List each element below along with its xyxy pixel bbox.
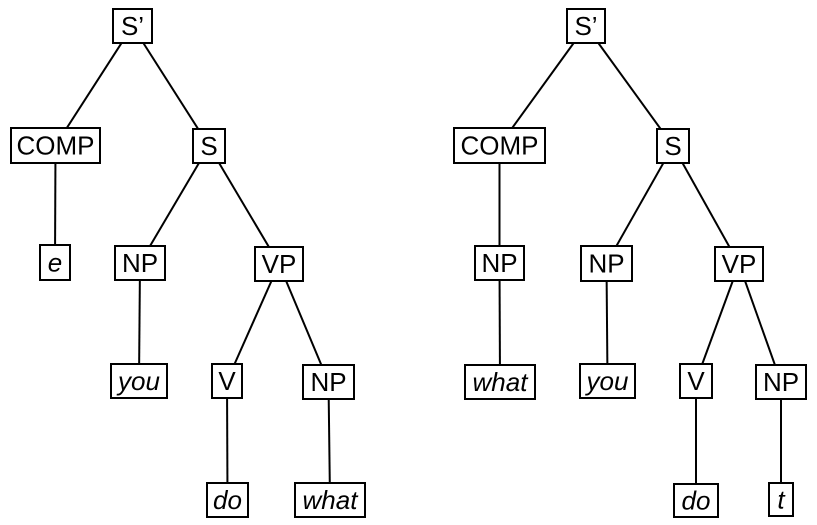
node-box-np3: [755, 364, 807, 400]
node-box-you: [110, 363, 168, 399]
node-box-vp: [714, 246, 764, 282]
node-label-vp: VP: [262, 249, 297, 279]
node-label-you: you: [585, 366, 629, 396]
node-box-np1: [114, 245, 166, 281]
edge-np2-you: [605, 263, 609, 382]
node-box-what: [294, 482, 366, 518]
node-label-np2: NP: [588, 249, 624, 279]
edge-np2-what: [327, 381, 331, 501]
edge-vp-np2: [278, 263, 330, 383]
right-tree: S’ COMP S NP NP VP what you V NP do t: [453, 8, 807, 518]
node-label-t: t: [777, 485, 786, 515]
node-box-what: [464, 364, 536, 400]
node-label-do: do: [213, 485, 242, 515]
node-box-comp: [453, 127, 546, 164]
node-box-s: [192, 128, 226, 164]
node-box-np2: [302, 364, 355, 400]
edge-np1-you: [138, 262, 141, 382]
node-label-e: e: [48, 248, 62, 278]
edge-v-do: [226, 380, 229, 501]
edge-vp-v: [695, 263, 740, 382]
node-box-t: [768, 482, 794, 517]
node-label-v: V: [218, 366, 236, 396]
node-label-v: V: [687, 366, 705, 396]
node-label-np1: NP: [481, 248, 517, 278]
node-box-do: [673, 483, 719, 518]
edge-s-vp: [208, 145, 280, 265]
node-box-sbar: [112, 8, 153, 44]
node-box-e: [39, 244, 71, 281]
edge-sbar-comp: [54, 25, 134, 147]
node-box-v: [211, 363, 243, 399]
node-label-vp: VP: [722, 249, 757, 279]
node-box-comp: [10, 127, 101, 164]
node-label-sbar: S’: [574, 11, 597, 41]
node-label-what: what: [303, 485, 360, 515]
node-label-np2: NP: [310, 367, 346, 397]
node-box-vp: [254, 246, 304, 282]
edge-s-np1: [139, 145, 210, 264]
node-box-np2: [580, 245, 633, 282]
node-label-s: S: [664, 131, 681, 161]
node-box-np1: [474, 245, 525, 281]
node-box-v: [679, 363, 713, 399]
node-label-do: do: [682, 486, 711, 516]
node-box-you: [579, 363, 636, 399]
node-label-np1: NP: [122, 248, 158, 278]
node-label-comp: COMP: [17, 131, 95, 161]
node-box-s: [656, 128, 690, 164]
node-label-np3: NP: [763, 367, 799, 397]
edge-comp-e: [54, 145, 57, 263]
edge-np1-what: [498, 262, 501, 383]
edge-sbar-comp: [498, 25, 587, 147]
node-box-sbar: [566, 8, 606, 44]
node-box-do: [206, 482, 249, 518]
node-label-s: S: [200, 131, 217, 161]
edge-s-np2: [605, 145, 674, 264]
edge-vp-np3: [738, 263, 782, 383]
node-label-comp: COMP: [461, 131, 539, 161]
edge-s-vp: [672, 145, 740, 265]
edge-sbar-s: [131, 25, 210, 147]
edge-sbar-s: [585, 25, 674, 147]
node-label-what: what: [473, 367, 530, 397]
edge-vp-v: [226, 263, 280, 382]
node-label-sbar: S’: [121, 11, 144, 41]
node-label-you: you: [116, 366, 160, 396]
